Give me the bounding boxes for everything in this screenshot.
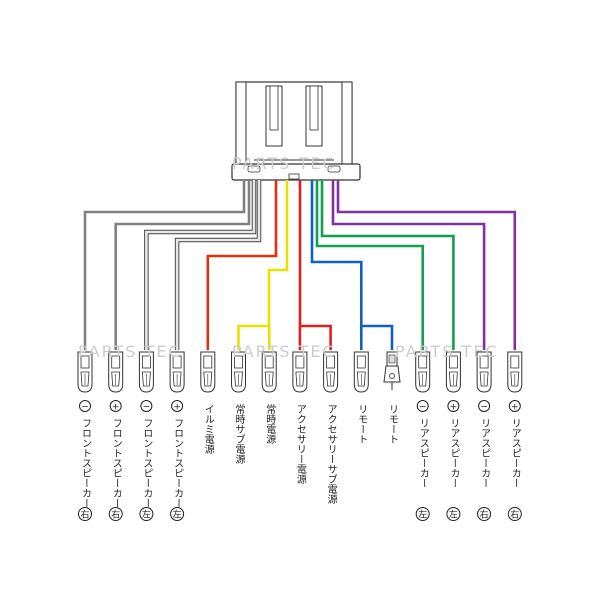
wire	[315, 180, 424, 350]
polarity-sign: +	[511, 403, 519, 413]
wire	[331, 180, 486, 350]
pin-label: アクセサリー電源	[294, 404, 306, 485]
terminal	[108, 351, 124, 393]
side-mark: 左	[418, 509, 427, 521]
wire	[206, 180, 278, 350]
pin-label: リアスピーカー	[479, 418, 490, 488]
pin-label: フロントスピーカー	[110, 418, 121, 508]
wires	[83, 180, 517, 350]
polarity-circle	[171, 400, 184, 412]
terminal	[77, 351, 93, 393]
terminals	[77, 351, 523, 393]
polarity-sign: +	[450, 403, 458, 413]
side-circle	[477, 507, 492, 521]
polarity-circle	[447, 400, 460, 412]
wire	[175, 180, 261, 350]
side-circle	[446, 507, 461, 521]
side-mark: 右	[111, 509, 120, 521]
watermark-bottom-2: PARTS TEC	[232, 342, 336, 361]
pin-label: リモート	[387, 404, 398, 444]
terminal	[292, 351, 308, 393]
terminal	[445, 351, 461, 393]
side-circle	[78, 507, 92, 521]
polarity-sign: −	[143, 403, 151, 413]
terminal	[169, 351, 185, 393]
polarity-circle	[79, 400, 91, 412]
polarity-circle	[478, 400, 491, 412]
side-mark: 右	[510, 509, 519, 521]
side-mark: 右	[480, 509, 489, 521]
polarity-sign: −	[81, 403, 89, 413]
pin-label: イルミ電源	[202, 404, 214, 455]
polarity-circle	[140, 400, 153, 412]
pin-label: リアスピーカー	[448, 418, 459, 488]
pin-label: リアスピーカー	[509, 418, 520, 488]
pin-label: フロントスピーカー	[80, 418, 91, 508]
pin-label: フロントスピーカー	[172, 418, 183, 508]
polarity-circle	[416, 400, 429, 412]
side-circle	[108, 507, 123, 521]
terminal	[353, 351, 369, 393]
wire	[114, 180, 251, 350]
polarity-sign: +	[112, 403, 120, 413]
terminal	[323, 351, 339, 393]
wire-outline	[174, 180, 262, 350]
side-circle	[170, 507, 185, 521]
wire	[320, 180, 455, 350]
pin-label: 常時サブ電源	[233, 403, 245, 465]
pin-label: リモート	[356, 404, 367, 444]
pin-label: リアスピーカー	[417, 418, 428, 488]
pin-labels: −フロントスピーカー右+フロントスピーカー右−フロントスピーカー左+フロントスピ…	[78, 400, 522, 521]
terminal	[383, 351, 401, 390]
polarity-circle	[508, 400, 521, 412]
connector-housing	[231, 81, 361, 181]
wire	[145, 180, 256, 350]
wire	[300, 324, 332, 350]
side-mark: 右	[80, 509, 89, 521]
polarity-sign: −	[480, 403, 488, 413]
terminal	[200, 351, 216, 393]
terminal	[138, 351, 154, 393]
side-circle	[507, 507, 522, 521]
wire	[361, 324, 394, 350]
wire	[83, 180, 246, 350]
polarity-sign: +	[173, 403, 181, 413]
polarity-circle	[109, 400, 122, 412]
wire	[336, 180, 517, 350]
side-circle	[139, 507, 154, 521]
terminal	[415, 351, 431, 393]
wire	[310, 180, 363, 350]
watermark-bottom-1: PARTS TEC	[78, 342, 182, 361]
wire-outline	[144, 180, 257, 350]
side-mark: 左	[449, 509, 458, 521]
wire	[237, 180, 289, 350]
terminal	[507, 351, 523, 393]
pin-label: アクセサリーサブ電源	[325, 404, 337, 505]
pin-label: フロントスピーカー	[141, 418, 152, 508]
side-mark: 左	[173, 509, 182, 521]
polarity-sign: −	[419, 403, 427, 413]
terminal	[476, 351, 492, 393]
side-circle	[415, 507, 430, 521]
side-mark: 左	[142, 509, 151, 521]
terminal	[231, 351, 246, 393]
watermark-bottom-3: PARTS TEC	[395, 342, 499, 361]
watermark-top: PARTS TEC	[232, 154, 336, 173]
terminal	[261, 351, 277, 393]
pin-label: 常時電源	[264, 403, 276, 445]
